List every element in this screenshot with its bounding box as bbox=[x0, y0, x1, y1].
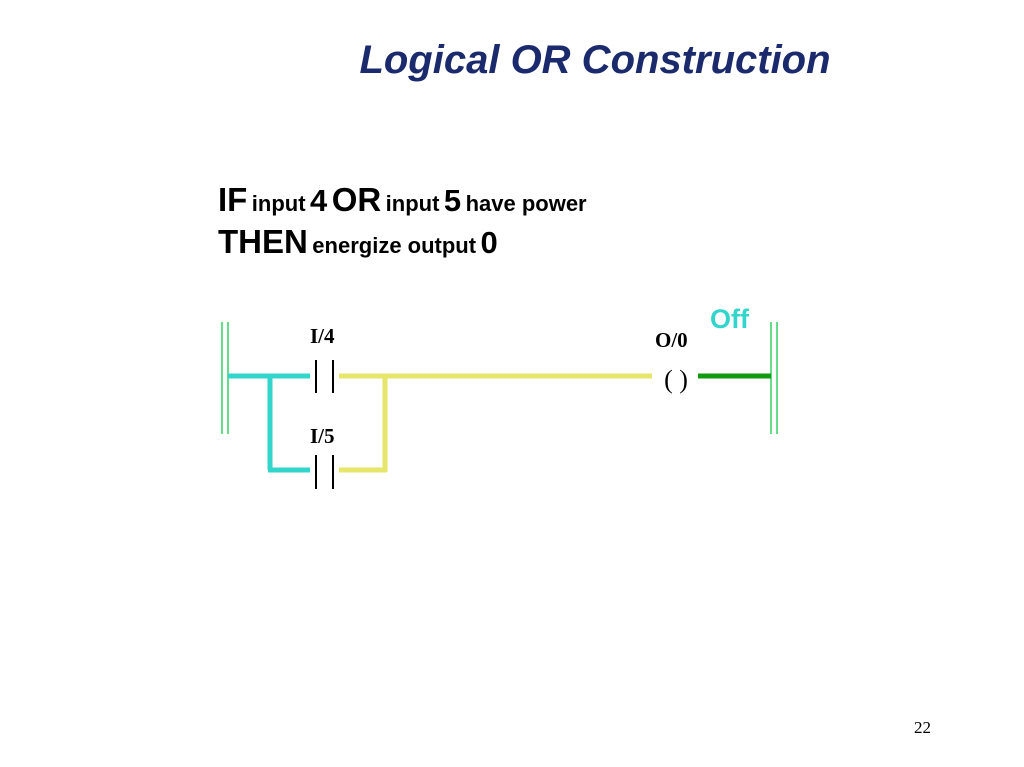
statement-line-if: IF input 4 OR input 5 have power bbox=[218, 181, 587, 218]
statement-tail: have power bbox=[465, 191, 587, 216]
page-number: 22 bbox=[914, 718, 931, 737]
keyword-or: OR bbox=[331, 181, 382, 218]
statement-line-then: THEN energize output 0 bbox=[218, 224, 587, 260]
input-a-number: 4 bbox=[310, 183, 328, 218]
logic-statement: IF input 4 OR input 5 have power THEN en… bbox=[218, 181, 587, 261]
energize-output-text: energize output bbox=[312, 233, 477, 259]
contact-i5-address: I/5 bbox=[310, 424, 335, 448]
slide-title: Logical OR Construction bbox=[359, 38, 831, 82]
output-number: 0 bbox=[480, 225, 498, 261]
input-b-word: input bbox=[385, 191, 440, 216]
keyword-if: IF bbox=[218, 181, 248, 218]
coil-symbol: ( ) bbox=[664, 365, 688, 394]
input-b-number: 5 bbox=[443, 183, 462, 218]
coil-o0-address: O/0 bbox=[655, 328, 688, 352]
keyword-then: THEN bbox=[218, 223, 308, 261]
contact-i4-address: I/4 bbox=[310, 324, 335, 348]
input-a-word: input bbox=[251, 191, 306, 216]
output-state-label: Off bbox=[710, 304, 749, 334]
